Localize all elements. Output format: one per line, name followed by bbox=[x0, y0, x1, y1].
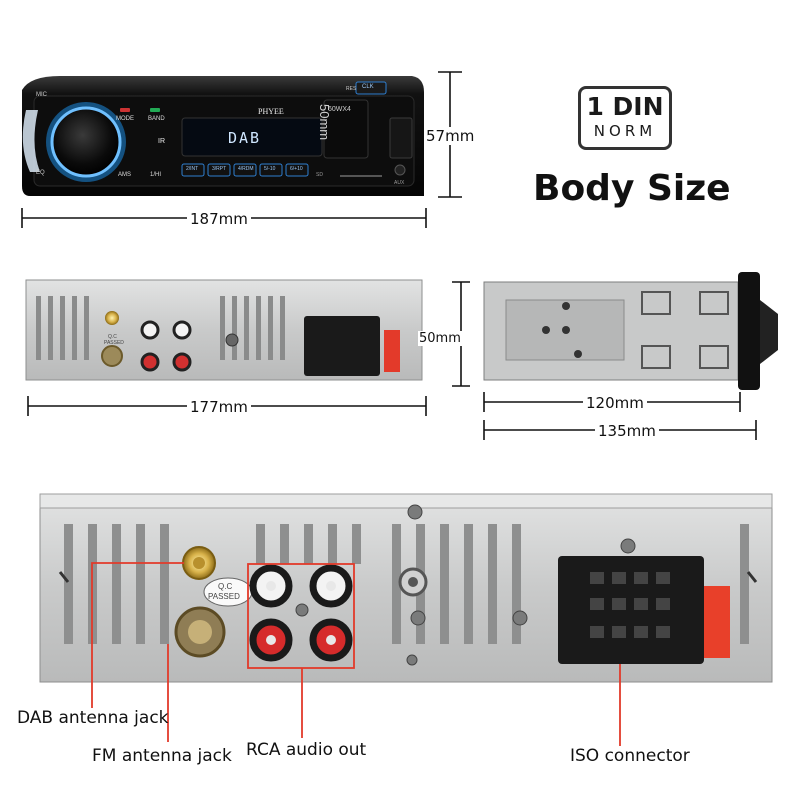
callout-dab-antenna: DAB antenna jack bbox=[17, 708, 169, 728]
detail-qc-line1: Q.C bbox=[218, 582, 233, 591]
preset-4-label: 4/RDM bbox=[238, 166, 254, 172]
ams-button: AMS bbox=[118, 172, 132, 178]
ir-label: IR bbox=[158, 138, 165, 145]
page-title: Body Size bbox=[533, 168, 731, 209]
preset-2-label: 2/INT bbox=[186, 166, 199, 172]
mode-button: MODE bbox=[116, 116, 134, 122]
preset-3-label: 3/RPT bbox=[212, 166, 227, 172]
rear-dab-jack-icon bbox=[105, 311, 119, 325]
callout-iso: ISO connector bbox=[570, 746, 690, 766]
aux-jack-icon bbox=[394, 164, 406, 176]
din-badge-line1: 1 DIN bbox=[586, 92, 664, 121]
chrome-accent bbox=[22, 110, 40, 172]
side-view bbox=[483, 272, 778, 390]
hi-button: 1/HI bbox=[150, 172, 162, 178]
front-width-label: 187mm bbox=[187, 210, 251, 228]
display-text: DAB bbox=[228, 129, 262, 147]
band-button: BAND bbox=[148, 116, 165, 122]
side-height-label: 50mm bbox=[418, 331, 462, 346]
rca-jacks bbox=[249, 564, 353, 662]
rear-rca-white-icon bbox=[172, 320, 192, 340]
callout-rca: RCA audio out bbox=[246, 740, 367, 760]
rear-rca-white-icon bbox=[140, 320, 160, 340]
din-badge: 1 DIN NORM bbox=[578, 86, 672, 150]
side-total-depth-label: 135mm bbox=[595, 422, 659, 440]
rear-rca-red-icon bbox=[140, 352, 160, 372]
rear-qc-line1: Q.C bbox=[108, 334, 117, 340]
clk-label: CLK bbox=[362, 84, 374, 90]
brand-label: PHYEE bbox=[258, 107, 284, 116]
sd-label: SD bbox=[316, 172, 323, 178]
lcd-display bbox=[181, 117, 323, 157]
din-badge-line2: NORM bbox=[593, 122, 657, 140]
front-height-label: 57mm bbox=[424, 127, 477, 145]
detail-view bbox=[39, 493, 773, 683]
preset-5-label: 5/-10 bbox=[264, 166, 276, 172]
callout-fm-antenna: FM antenna jack bbox=[92, 746, 232, 766]
rear-fm-jack-icon bbox=[101, 345, 123, 367]
rear-fuse bbox=[384, 330, 400, 372]
iso-connector-icon bbox=[558, 556, 704, 664]
volume-knob-icon bbox=[50, 106, 122, 178]
side-knob bbox=[760, 300, 778, 364]
detail-qc-line2: PASSED bbox=[208, 592, 240, 601]
mic-label: MIC bbox=[36, 92, 47, 98]
res-label: RES bbox=[346, 86, 357, 92]
rear-rca-red-icon bbox=[172, 352, 192, 372]
badge-area bbox=[323, 99, 369, 159]
callout-lines bbox=[91, 562, 621, 746]
front-view bbox=[22, 76, 424, 196]
preset-6-label: 6/+10 bbox=[290, 166, 303, 172]
clk-button bbox=[355, 81, 387, 95]
aux-label: AUX bbox=[394, 180, 405, 186]
rear-iso-connector bbox=[304, 316, 380, 376]
eq-label: EQ bbox=[36, 170, 45, 176]
rear-qc-line2: PASSED bbox=[104, 340, 124, 346]
rear-view bbox=[25, 279, 423, 381]
side-faceplate bbox=[738, 272, 760, 390]
side-depth-label: 120mm bbox=[583, 394, 647, 412]
rear-width-label: 177mm bbox=[187, 398, 251, 416]
preset-buttons bbox=[181, 163, 309, 177]
power-label: 60WX4 bbox=[328, 106, 351, 113]
fuse-icon bbox=[704, 586, 730, 658]
inner-height-label: 50mm bbox=[317, 104, 332, 141]
usb-slot bbox=[389, 117, 413, 159]
